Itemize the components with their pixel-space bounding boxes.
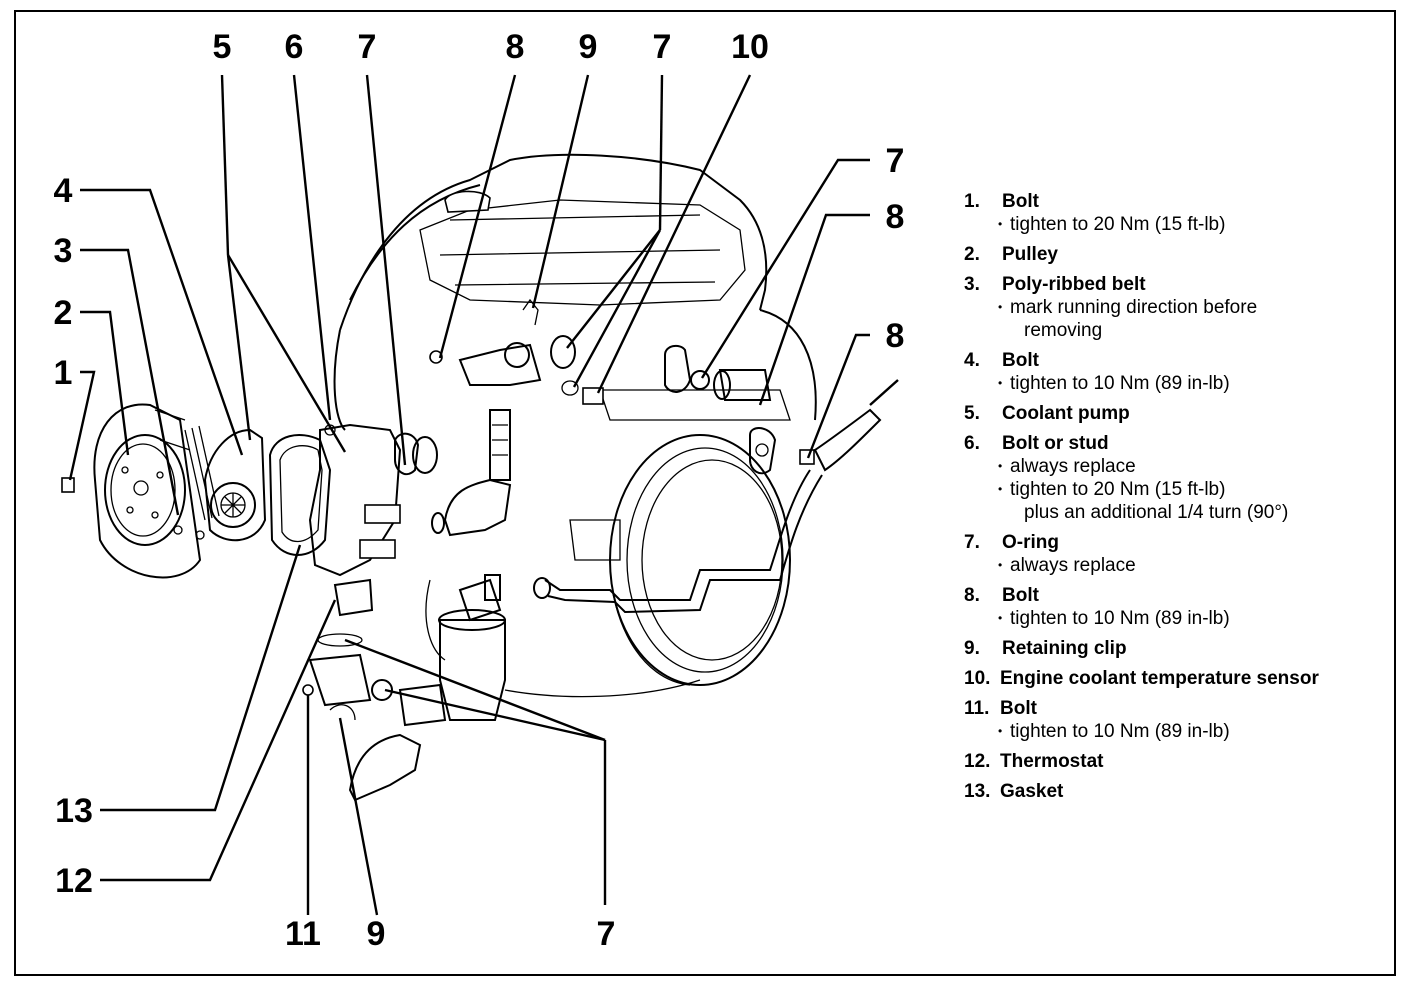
legend-item-title: Retaining clip [1002,638,1127,659]
callout-10: 10 [731,28,769,66]
legend-item-title: Gasket [1000,781,1064,802]
legend-item-number: 2. [964,244,980,265]
leader-lines [68,74,899,916]
legend-item-number: 6. [964,433,980,454]
legend-item: 4. Bolttighten to 10 Nm (89 in-lb) [964,349,1384,395]
legend-item-note: plus an additional 1/4 turn (90°) [1024,502,1289,523]
legend-item-number: 10. [964,668,991,689]
legend-item-note: tighten to 20 Nm (15 ft-lb) [1010,478,1384,501]
callout-6: 6 [285,28,304,66]
legend-item-title: Bolt [1002,585,1039,606]
legend-item-title: Bolt [1002,191,1039,212]
legend-item-note: removing [1024,320,1103,341]
callout-3: 3 [54,232,73,270]
callout-7-top-left: 7 [358,28,377,66]
legend-item: 8. Bolttighten to 10 Nm (89 in-lb) [964,584,1384,630]
legend-item-title: O-ring [1002,532,1059,553]
legend-item-title: Bolt or stud [1002,433,1109,454]
legend-item-note: tighten to 10 Nm (89 in-lb) [1010,607,1384,630]
legend-item-title: Coolant pump [1002,403,1130,424]
legend-item-number: 9. [964,638,980,659]
callout-11: 11 [285,915,321,953]
legend-item-number: 8. [964,585,980,606]
legend-item-number: 11. [964,698,990,719]
legend-item: 11. Bolttighten to 10 Nm (89 in-lb) [964,697,1384,743]
belt-and-pulley [61,403,220,579]
legend-item-number: 7. [964,532,980,553]
legend-item-note: tighten to 20 Nm (15 ft-lb) [1010,213,1384,236]
right-flanges-and-pipe [533,344,882,614]
parts-legend: 1.Bolttighten to 20 Nm (15 ft-lb)2.Pulle… [964,190,1384,810]
legend-item-note: mark running direction before [1010,296,1384,319]
legend-item-number: 4. [964,350,980,371]
legend-item-title: Bolt [1002,350,1039,371]
callout-8-right-upper: 8 [886,198,905,236]
callout-7-top-right: 7 [653,28,672,66]
legend-item: 12. Thermostat [964,750,1384,773]
legend-item-number: 1. [964,191,980,212]
callout-7-right: 7 [886,142,905,180]
legend-item-note: tighten to 10 Nm (89 in-lb) [1010,372,1384,395]
legend-item: 1. Bolttighten to 20 Nm (15 ft-lb) [964,190,1384,236]
legend-item-title: Pulley [1002,244,1058,265]
callout-9-bottom: 9 [367,915,386,953]
callout-13: 13 [55,792,93,830]
callout-8-right-lower: 8 [886,317,905,355]
callout-1: 1 [54,354,73,392]
legend-item: 5. Coolant pump [964,402,1384,425]
callout-7-bottom: 7 [597,915,616,953]
legend-item-note: always replace [1010,455,1384,478]
legend-item-title: Poly-ribbed belt [1002,274,1146,295]
engine-block-outline [333,153,817,698]
legend-item-number: 12. [964,751,991,772]
legend-item: 10. Engine coolant temperature sensor [964,667,1384,690]
callout-8-top: 8 [506,28,525,66]
callout-4: 4 [54,172,73,210]
legend-item: 13. Gasket [964,780,1384,803]
pump-housing [268,423,438,577]
legend-item-number: 5. [964,403,980,424]
legend-item: 6. Bolt or studalways replacetighten to 2… [964,432,1384,524]
callout-9-top: 9 [579,28,598,66]
callout-labels: 5 6 7 8 9 7 10 7 8 8 4 3 2 1 13 12 11 9 … [54,28,905,953]
legend-item: 2. Pulley [964,243,1384,266]
legend-item: 9. Retaining clip [964,637,1384,660]
legend-item-note: always replace [1010,554,1384,577]
diagram-frame [14,10,1396,976]
thermostat-housing [302,574,506,802]
callout-5: 5 [213,28,232,66]
coolant-pump [173,428,267,542]
upper-hose-assembly [429,298,604,537]
legend-item-title: Bolt [1000,698,1037,719]
callout-12: 12 [55,862,93,900]
legend-item: 3. Poly-ribbed beltmark running direction… [964,273,1384,342]
legend-item-note: tighten to 10 Nm (89 in-lb) [1010,720,1384,743]
legend-item: 7. O-ringalways replace [964,531,1384,577]
legend-item-number: 3. [964,274,980,295]
legend-item-number: 13. [964,781,991,802]
legend-item-title: Thermostat [1000,751,1104,772]
flywheel [609,434,791,686]
callout-2: 2 [54,294,73,332]
legend-item-title: Engine coolant temperature sensor [1000,668,1319,689]
